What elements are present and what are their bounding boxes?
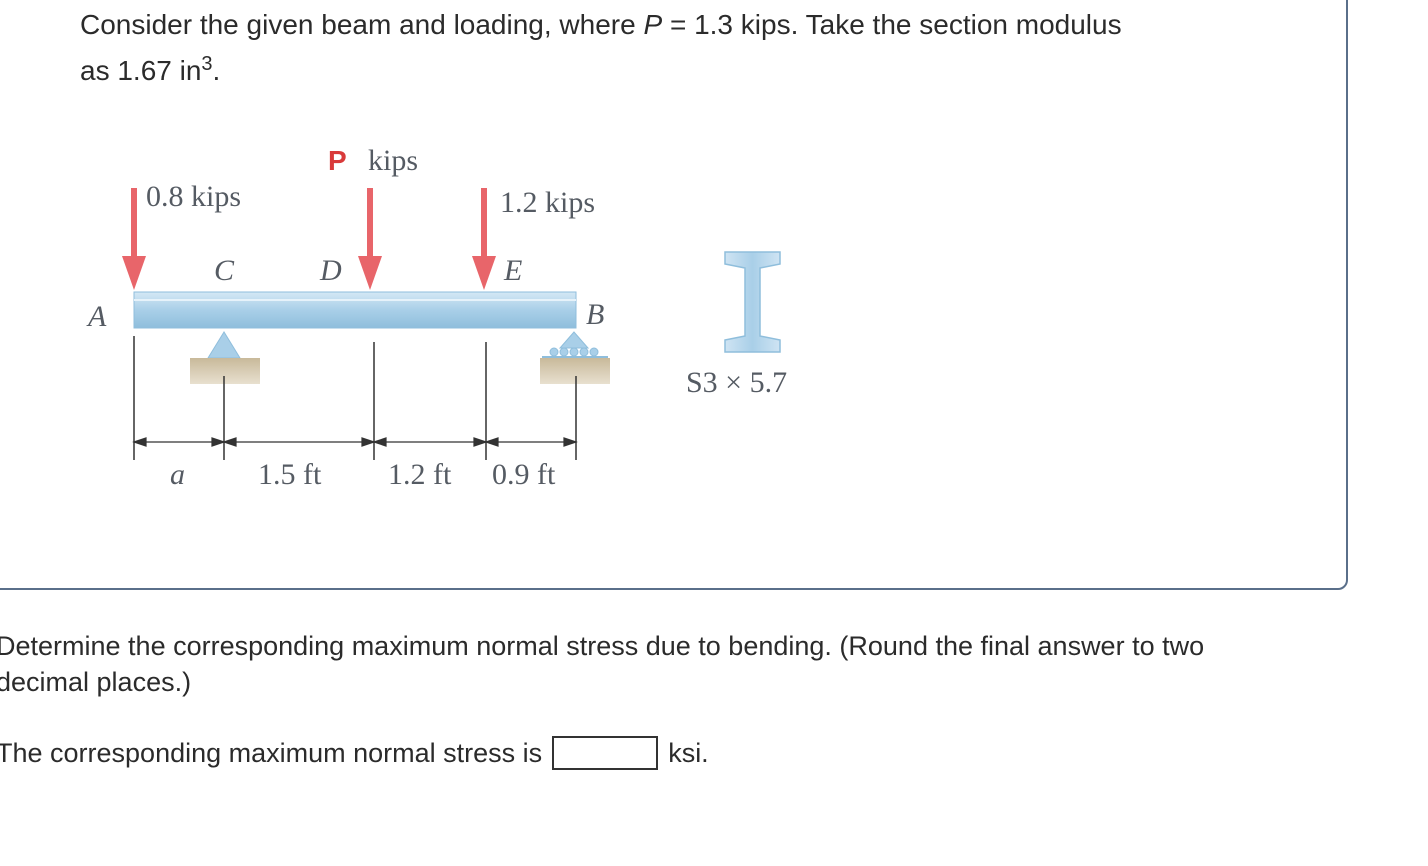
problem-statement: Consider the given beam and loading, whe… [80,2,1280,94]
pin-support-c [190,331,260,384]
point-label-a: A [86,300,107,333]
answer-unit: ksi. [668,738,709,768]
dimension-label-de: 1.2 ft [388,458,452,491]
load-arrow-e [472,188,496,290]
point-label-b: B [586,298,604,331]
question-card [0,0,1348,590]
load-arrow-a [122,188,146,290]
beam [133,291,577,329]
prompt-text-4: . [212,55,221,86]
beam-diagram-svg: A B C D E 0.8 kips P kips 1.2 kips a 1.5… [86,144,787,491]
prompt-text-1: Consider the given beam and loading, whe… [80,9,644,40]
i-beam-section-icon [724,251,781,353]
dimension-extension-lines [133,336,577,460]
prompt-p-variable: P [643,9,663,40]
roller-support-b [540,331,610,384]
load-label-a: 0.8 kips [146,180,241,213]
section-label: S3 × 5.7 [686,366,787,399]
dimension-label-eb: 0.9 ft [492,458,556,491]
point-label-c: C [214,254,235,287]
point-label-e: E [503,254,522,287]
prompt-text-3: as 1.67 in [80,55,202,86]
load-label-p-symbol: P [328,145,347,176]
beam-figure: A B C D E 0.8 kips P kips 1.2 kips a 1.5… [80,130,840,500]
dimension-line [132,437,578,447]
point-label-d: D [319,254,342,287]
question-line-1: Determine the corresponding maximum norm… [0,631,1205,661]
answer-input[interactable] [552,736,659,770]
question-text: Determine the corresponding maximum norm… [0,628,1428,700]
load-label-p-unit: kips [368,144,418,177]
dimension-label-a: a [170,458,185,491]
load-label-e: 1.2 kips [500,186,595,219]
answer-row: The corresponding maximum normal stress … [0,734,709,772]
answer-label: The corresponding maximum normal stress … [0,738,543,768]
prompt-text-2: = 1.3 kips. Take the section modulus [662,9,1122,40]
load-arrow-d [358,188,382,290]
question-line-2: decimal places.) [0,667,192,697]
dimension-label-cd: 1.5 ft [258,458,322,491]
prompt-exponent: 3 [201,53,213,75]
